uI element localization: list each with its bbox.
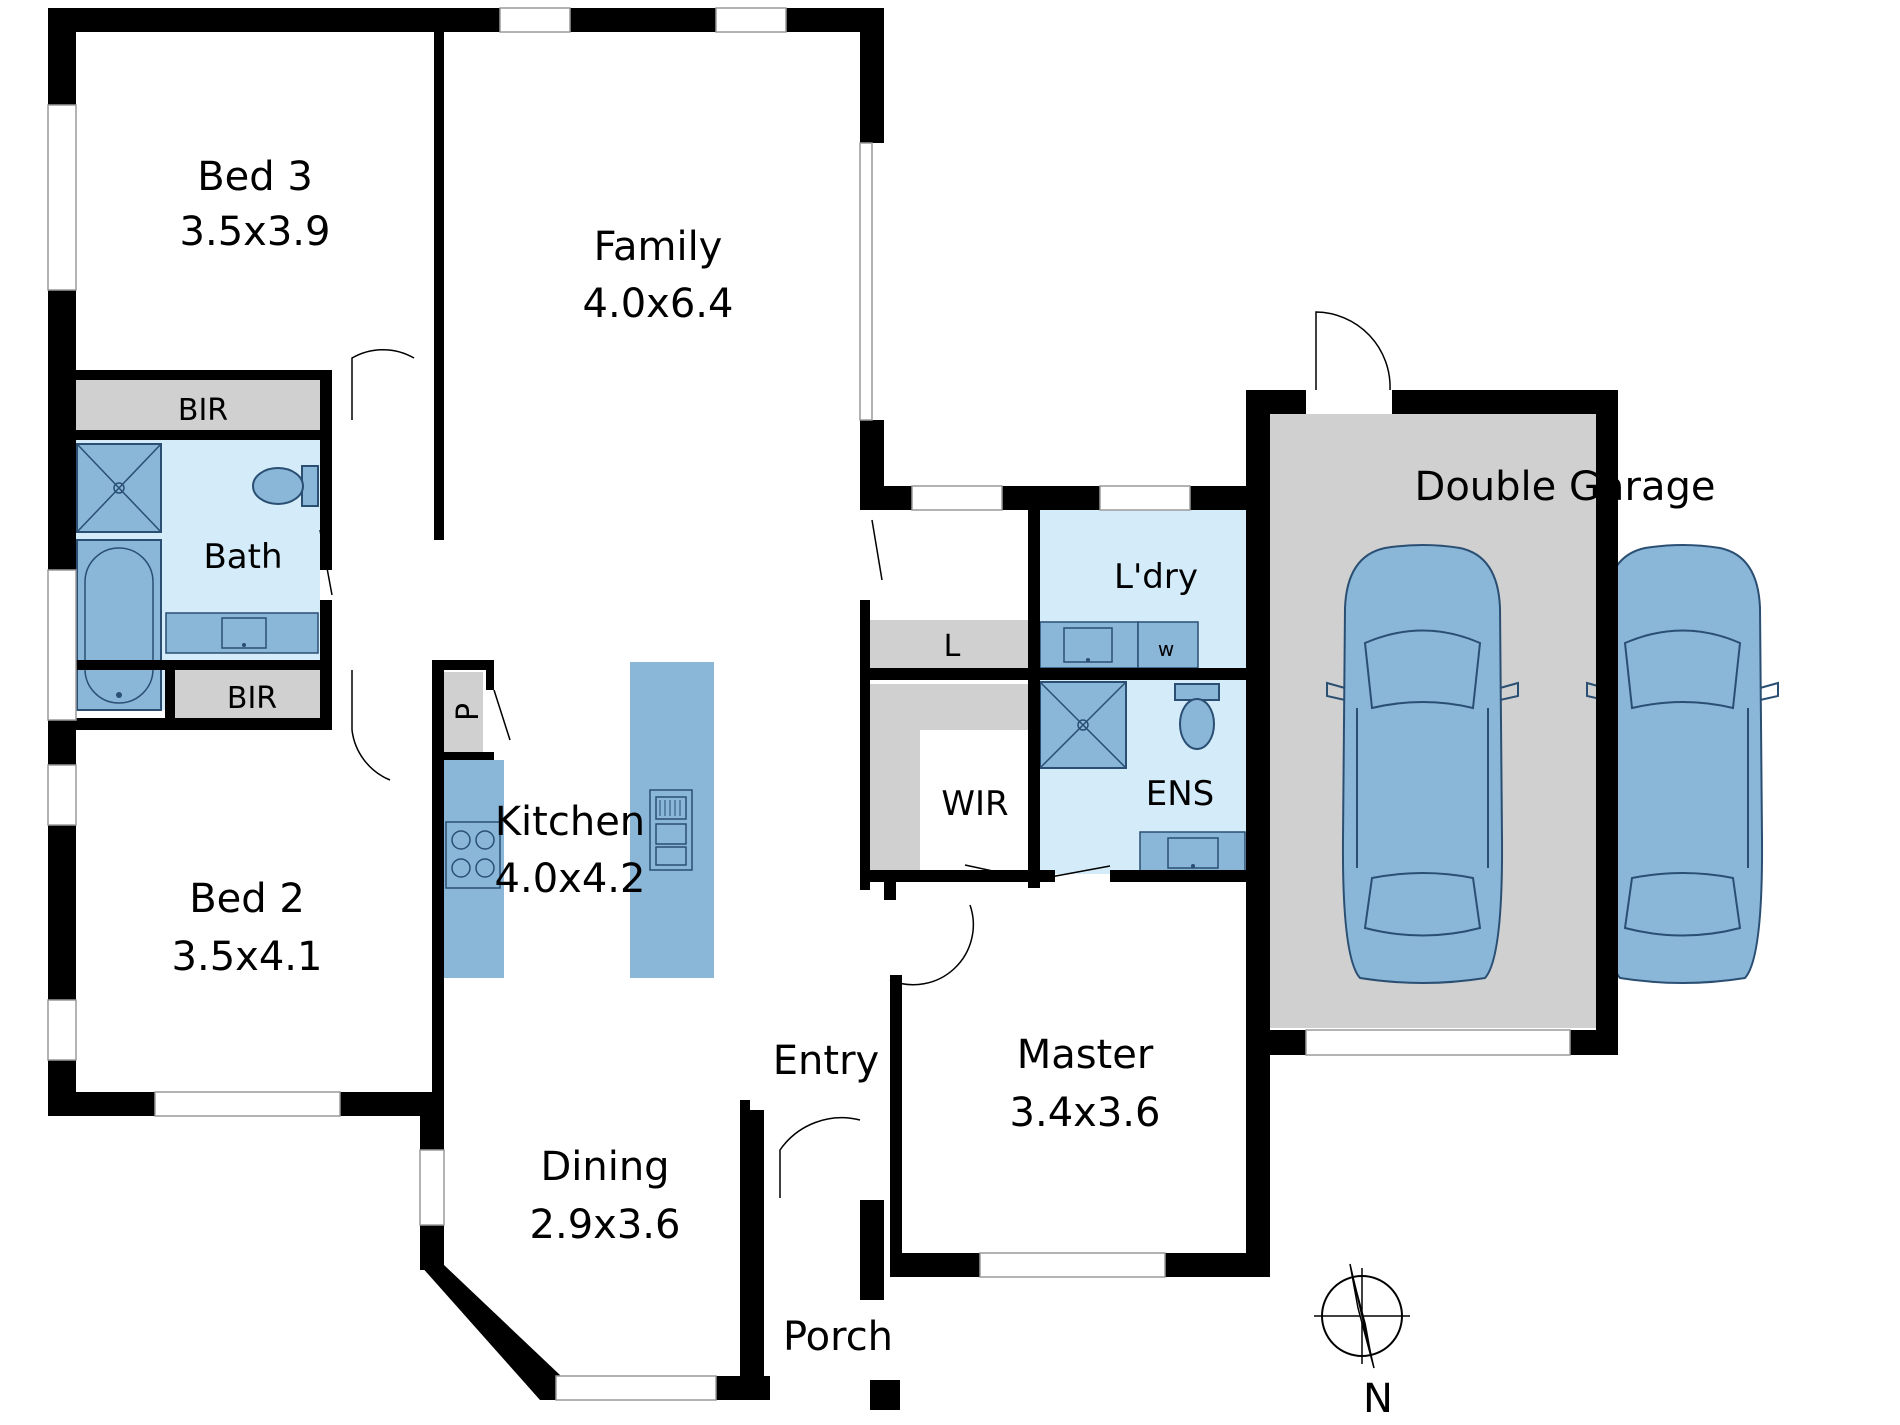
toilet-icon bbox=[252, 465, 319, 507]
window bbox=[715, 7, 787, 33]
room-size-family: 4.0x6.4 bbox=[583, 281, 734, 327]
cooktop-icon bbox=[445, 821, 501, 889]
window bbox=[47, 999, 77, 1061]
window bbox=[47, 569, 77, 721]
doors bbox=[319, 311, 1391, 1198]
windows bbox=[47, 7, 1571, 1401]
room-size-bed3: 3.5x3.9 bbox=[180, 209, 331, 255]
room-name-washer: w bbox=[1158, 637, 1174, 661]
compass-icon bbox=[1314, 1263, 1410, 1369]
linen-floor bbox=[868, 620, 1028, 668]
window bbox=[911, 485, 1003, 511]
window bbox=[1099, 485, 1191, 511]
room-name-bath: Bath bbox=[203, 537, 282, 577]
window bbox=[555, 1375, 717, 1401]
shower-icon bbox=[76, 443, 162, 533]
room-size-dining: 2.9x3.6 bbox=[530, 1202, 681, 1248]
kitchen-island bbox=[630, 662, 714, 978]
vanity-sink-icon bbox=[165, 612, 319, 654]
room-name-bed2: Bed 2 bbox=[189, 876, 305, 922]
window bbox=[154, 1091, 341, 1117]
ensuite-toilet-icon bbox=[1174, 683, 1220, 750]
window bbox=[47, 764, 77, 826]
room-size-kitchen: 4.0x4.2 bbox=[495, 856, 646, 902]
window bbox=[859, 142, 873, 421]
room-name-ensuite: ENS bbox=[1146, 774, 1215, 814]
window bbox=[499, 7, 571, 33]
room-name-laundry: L'dry bbox=[1114, 557, 1198, 597]
room-name-bed3: Bed 3 bbox=[197, 154, 313, 200]
room-name-kitchen: Kitchen bbox=[495, 799, 645, 845]
kitchen-bench bbox=[443, 760, 504, 978]
bir-top-floor bbox=[75, 380, 320, 430]
bir-bottom-floor bbox=[175, 668, 320, 718]
room-name-pantry: P bbox=[451, 703, 486, 721]
room-name-bir-bottom: BIR bbox=[227, 681, 277, 716]
pantry-floor bbox=[443, 672, 483, 754]
room-name-porch: Porch bbox=[783, 1314, 893, 1360]
laundry-tub-icon bbox=[1039, 621, 1139, 669]
room-name-wir: WIR bbox=[941, 784, 1008, 824]
room-name-garage: Double Garage bbox=[1415, 464, 1716, 510]
room-size-bed2: 3.5x4.1 bbox=[172, 934, 323, 980]
compass-label: N bbox=[1363, 1376, 1393, 1422]
window bbox=[1305, 1029, 1571, 1056]
window bbox=[47, 104, 77, 291]
room-name-master: Master bbox=[1017, 1032, 1154, 1078]
double-sink-icon bbox=[649, 789, 693, 871]
window bbox=[979, 1252, 1166, 1278]
room-size-master: 3.4x3.6 bbox=[1010, 1090, 1161, 1136]
room-labels: Bed 3 3.5x3.9 Family 4.0x6.4 BIR Bath BI… bbox=[172, 154, 1716, 1422]
car-icon bbox=[1326, 544, 1519, 984]
washer-icon bbox=[1137, 621, 1199, 669]
room-name-entry: Entry bbox=[773, 1038, 879, 1084]
room-name-dining: Dining bbox=[540, 1144, 669, 1190]
wir-floor bbox=[868, 684, 1028, 874]
ensuite-shower-icon bbox=[1039, 681, 1127, 769]
window bbox=[419, 1149, 445, 1226]
bathtub-icon bbox=[76, 539, 162, 711]
room-name-family: Family bbox=[594, 224, 723, 270]
room-name-linen: L bbox=[944, 629, 961, 664]
room-name-bir-top: BIR bbox=[178, 393, 228, 428]
ensuite-vanity-icon bbox=[1139, 831, 1246, 875]
